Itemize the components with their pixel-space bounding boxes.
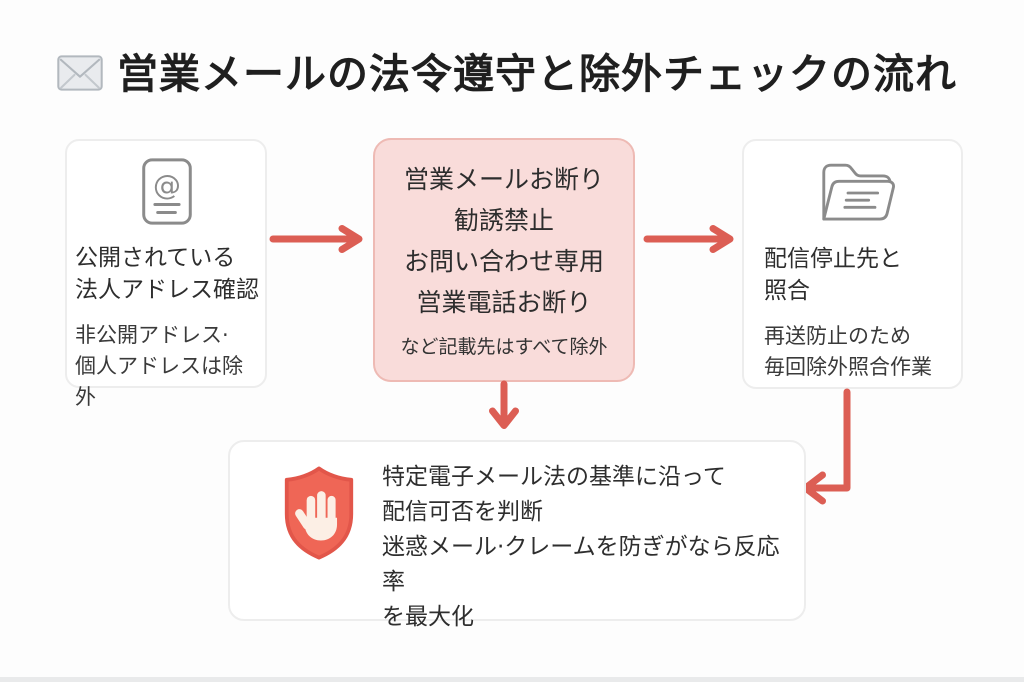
step3-sub-line: 毎回除外照合作業	[764, 355, 932, 379]
arrow-step2-to-step3	[643, 225, 734, 253]
page-header: 営業メールの法令遵守と除外チェックの流れ	[56, 40, 957, 100]
address-card-icon: @	[75, 156, 259, 231]
result-line: 配信可否を判断	[382, 499, 543, 525]
result-line: を最大化	[382, 604, 474, 630]
optout-keyword: 営業電話お断り	[416, 288, 592, 317]
step3-main-line: 照合	[764, 278, 810, 304]
optout-keyword: 勧誘禁止	[453, 206, 554, 235]
step-optout-keywords-box: 営業メールお断り 勧誘禁止 お問い合わせ専用 営業電話お断り など記載先はすべて…	[373, 138, 635, 382]
arrow-step2-to-result	[489, 380, 519, 429]
step1-sub-text: 非公開アドレス· 個人アドレスは除外	[75, 320, 259, 413]
result-line: 特定電子メール法の基準に沿って	[382, 464, 726, 490]
step1-main-text: 公開されている 法人アドレス確認	[75, 242, 259, 306]
step1-sub-line: 個人アドレスは除外	[75, 354, 243, 409]
folder-icon	[764, 158, 949, 232]
arrow-step1-to-step2	[269, 225, 363, 253]
envelope-icon	[57, 55, 103, 91]
step1-main-line: 法人アドレス確認	[75, 277, 259, 303]
step3-sub-text: 再送防止のため 毎回除外照合作業	[764, 321, 949, 383]
optout-keyword: 営業メールお断り	[403, 165, 604, 194]
svg-text:@: @	[153, 168, 181, 201]
step3-main-line: 配信停止先と	[764, 246, 902, 272]
page-title: 営業メールの法令遵守と除外チェックの流れ	[117, 50, 957, 98]
step-suppression-match-box: 配信停止先と 照合 再送防止のため 毎回除外照合作業	[742, 139, 963, 389]
step1-sub-line: 非公開アドレス·	[75, 323, 229, 347]
step2-note: など記載先はすべて除外	[400, 336, 608, 358]
step3-sub-line: 再送防止のため	[764, 324, 911, 348]
shield-hand-icon	[284, 466, 354, 560]
step3-main-text: 配信停止先と 照合	[764, 243, 949, 307]
screenshot-bottom-edge	[0, 677, 1024, 682]
optout-keyword: お問い合わせ専用	[403, 247, 604, 276]
stop-hand-glyph	[295, 491, 338, 541]
result-text: 特定電子メール法の基準に沿って 配信可否を判断 迷惑メール·クレームを防ぎがなら…	[382, 460, 788, 635]
result-line: 迷惑メール·クレームを防ぎがなら反応率	[382, 534, 780, 595]
step1-main-line: 公開されている	[75, 245, 236, 271]
result-judgment-box: 特定電子メール法の基準に沿って 配信可否を判断 迷惑メール·クレームを防ぎがなら…	[228, 440, 806, 630]
step-address-check-box: @ 公開されている 法人アドレス確認 非公開アドレス· 個人アドレスは除外	[65, 139, 267, 409]
